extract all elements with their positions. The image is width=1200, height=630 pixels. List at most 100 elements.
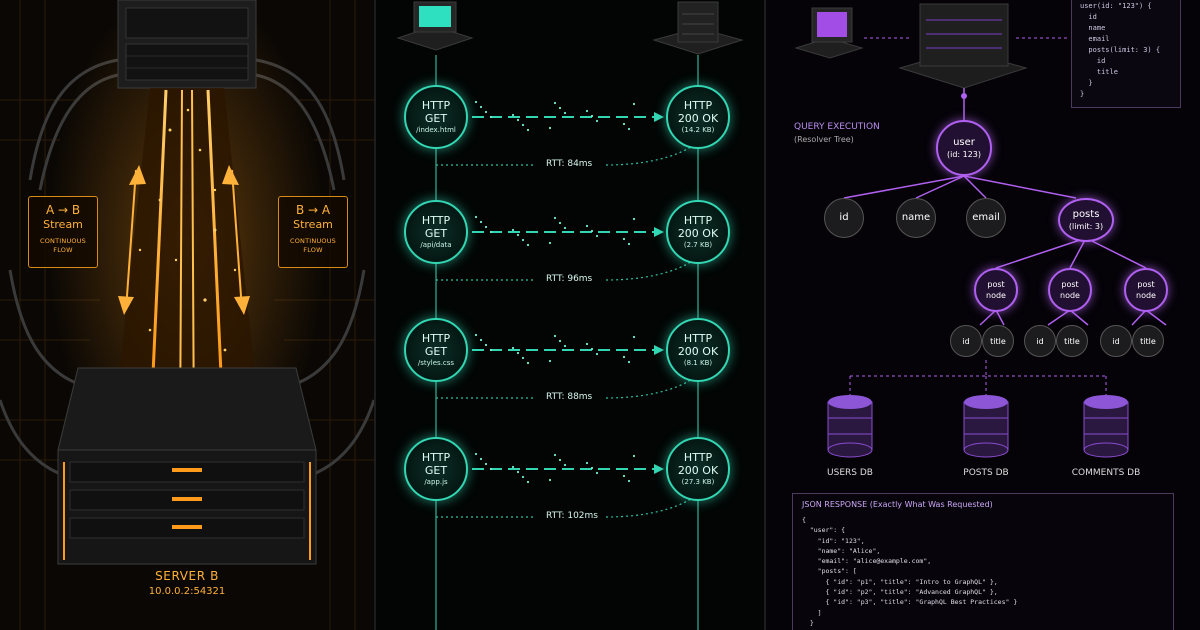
posts-node: posts (limit: 3) — [1058, 198, 1114, 242]
data-particle — [484, 343, 488, 347]
data-particle — [553, 334, 557, 338]
response-path — [436, 377, 695, 399]
data-particle — [521, 123, 525, 127]
execution-subtitle: (Resolver Tree) — [794, 135, 854, 144]
data-particle — [526, 128, 530, 132]
connector-dot — [961, 93, 967, 99]
stream-flow-label: FLOW — [303, 246, 323, 254]
stream-a-to-b-box: A → B Stream CONTINUOUS FLOW — [28, 196, 98, 268]
data-particle — [526, 480, 530, 484]
json-line: "user": { — [802, 526, 846, 535]
response-size: (2.7 KB) — [683, 240, 713, 249]
data-particle — [627, 242, 631, 246]
data-particle — [516, 233, 520, 237]
stream-flow-label: CONTINUOUS — [289, 237, 337, 245]
response-protocol: HTTP — [683, 98, 713, 112]
data-particle — [548, 478, 552, 482]
data-particle — [558, 106, 562, 110]
data-particle — [585, 224, 589, 228]
data-particle — [548, 126, 552, 130]
data-particle — [622, 122, 626, 126]
json-line: "email": "alice@example.com", — [802, 557, 932, 566]
node-argument: (limit: 3) — [1068, 221, 1104, 231]
data-particle — [548, 359, 552, 363]
request-path: /api/data — [420, 240, 452, 249]
data-particle — [526, 361, 530, 365]
data-particle — [558, 458, 562, 462]
data-particle — [632, 454, 636, 458]
json-response-title: JSON RESPONSE (Exactly What Was Requeste… — [802, 500, 993, 509]
data-particle — [516, 118, 520, 122]
data-particle — [479, 338, 483, 342]
response-protocol: HTTP — [683, 213, 713, 227]
query-line: posts(limit: 3) { — [1080, 46, 1161, 54]
posts-db-icon — [963, 395, 1009, 458]
node-label: node — [1136, 291, 1156, 300]
post-field-id: id — [950, 325, 982, 357]
stream-b-to-a-box: B → A Stream CONTINUOUS FLOW — [278, 196, 348, 268]
request-protocol: HTTP — [421, 98, 451, 112]
data-particle — [553, 216, 557, 220]
data-particle — [590, 114, 594, 118]
json-response-body: { "user": { "id": "123", "name": "Alice"… — [802, 515, 1164, 630]
response-status: 200 OK — [677, 226, 719, 240]
stream-illustration — [0, 0, 374, 630]
panel-divider — [374, 0, 376, 630]
response-path — [436, 144, 695, 166]
rtt-label: RTT: 96ms — [546, 274, 593, 284]
database-icons — [827, 395, 1129, 458]
data-particle — [563, 344, 567, 348]
down-arrow-icon — [118, 296, 134, 315]
stream-direction: B → A — [295, 203, 331, 217]
data-particle — [632, 335, 636, 339]
node-label: posts — [1072, 208, 1100, 220]
data-particle — [563, 463, 567, 467]
data-particle — [553, 101, 557, 105]
stream-panel: A → B Stream CONTINUOUS FLOW B → A Strea… — [0, 0, 374, 630]
json-line: ] — [802, 608, 822, 617]
data-particle — [474, 215, 478, 219]
execution-title: QUERY EXECUTION — [794, 122, 880, 132]
stream-label: Stream — [293, 218, 333, 231]
json-line: "posts": [ — [802, 567, 857, 576]
query-line: title — [1080, 68, 1118, 76]
query-line: id — [1080, 57, 1106, 65]
field-node-name: name — [896, 198, 936, 238]
json-line: { — [802, 516, 806, 524]
graphql-illustration — [794, 3, 1167, 458]
arrow-head-icon — [654, 227, 664, 237]
response-size: (27.3 KB) — [681, 477, 715, 486]
comments-db-icon — [1083, 395, 1129, 458]
stream-direction: A → B — [45, 203, 81, 217]
field-node-email: email — [966, 198, 1006, 238]
field-label: email — [972, 212, 1000, 223]
data-particle — [595, 119, 599, 123]
json-line: { "id": "p2", "title": "Advanced GraphQL… — [802, 588, 998, 597]
post-field-title: title — [1132, 325, 1164, 357]
data-particle — [622, 237, 626, 241]
request-protocol: HTTP — [421, 450, 451, 464]
arrow-head-icon — [654, 464, 664, 474]
server-icon — [652, 1, 744, 55]
response-path — [436, 496, 695, 518]
query-line: name — [1080, 24, 1106, 32]
rtt-label: RTT: 84ms — [546, 159, 593, 169]
data-particle — [585, 461, 589, 465]
request-path: /app.js — [424, 477, 448, 486]
data-particle — [627, 479, 631, 483]
server-a-icon — [117, 0, 257, 89]
data-particle — [627, 360, 631, 364]
data-particle — [526, 243, 530, 247]
json-line: { "id": "p1", "title": "Intro to GraphQL… — [802, 577, 998, 586]
data-particle — [627, 127, 631, 131]
data-particle — [521, 356, 525, 360]
request-protocol: HTTP — [421, 331, 451, 345]
server-name: SERVER B — [155, 569, 219, 583]
data-particle — [595, 352, 599, 356]
data-particle — [484, 462, 488, 466]
